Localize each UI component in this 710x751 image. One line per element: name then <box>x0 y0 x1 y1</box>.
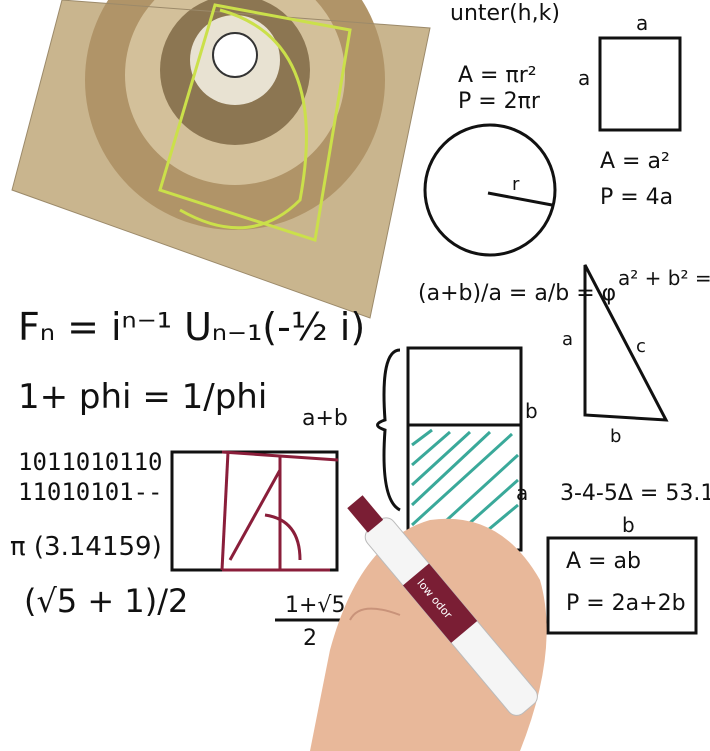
triangle-b: b <box>610 426 621 447</box>
circle-shape <box>423 123 557 257</box>
binary-line-2: 11010101-- <box>18 478 163 506</box>
square-top-label: a <box>636 11 648 35</box>
square-area: A = a² <box>600 149 670 174</box>
pythagoras: a² + b² = c² <box>618 266 710 290</box>
radius-label: r <box>512 174 520 195</box>
fraction-denominator: 2 <box>303 626 317 651</box>
golden-ratio-eq: (a+b)/a = a/b = φ <box>418 281 616 306</box>
pi-value: π (3.14159) <box>10 532 162 562</box>
triangle-ratio: 3-4-5Δ = 53.1° <box>560 481 710 506</box>
circle-perimeter: P = 2πr <box>458 89 541 114</box>
staircase-photo <box>11 0 431 319</box>
segment-label: a+b <box>302 406 348 431</box>
golden-spiral-overlay <box>158 3 352 242</box>
brace <box>376 348 401 512</box>
binary-line-1: 1011010110 <box>18 448 163 476</box>
rect-perimeter: P = 2a+2b <box>566 591 686 616</box>
triangle-shape <box>583 264 669 422</box>
golden-rectangle <box>406 346 523 552</box>
rect-label-b: b <box>525 399 538 423</box>
maroon-rectangle-diagram <box>170 450 339 572</box>
center-label: unter(h,k) <box>450 1 560 26</box>
fraction-numerator: 1+√5 <box>285 593 345 618</box>
rect-area: A = ab <box>566 549 641 574</box>
formula-box <box>546 536 698 635</box>
phi-expression: (√5 + 1)/2 <box>24 582 188 620</box>
hand-with-marker: low odor <box>310 495 547 751</box>
rect-bottom-b: b <box>622 513 635 537</box>
circle-area: A = πr² <box>458 63 537 88</box>
square-left-label: a <box>578 66 590 90</box>
rect-label-a: a <box>516 481 528 505</box>
triangle-a: a <box>562 329 573 350</box>
phi-identity: 1+ phi = 1/phi <box>18 377 267 417</box>
triangle-c: c <box>636 336 646 357</box>
fibonacci-formula: Fₙ = iⁿ⁻¹ Uₙ₋₁(-½ i) <box>18 305 365 349</box>
square-perimeter: P = 4a <box>600 185 673 210</box>
square-shape <box>598 36 682 132</box>
